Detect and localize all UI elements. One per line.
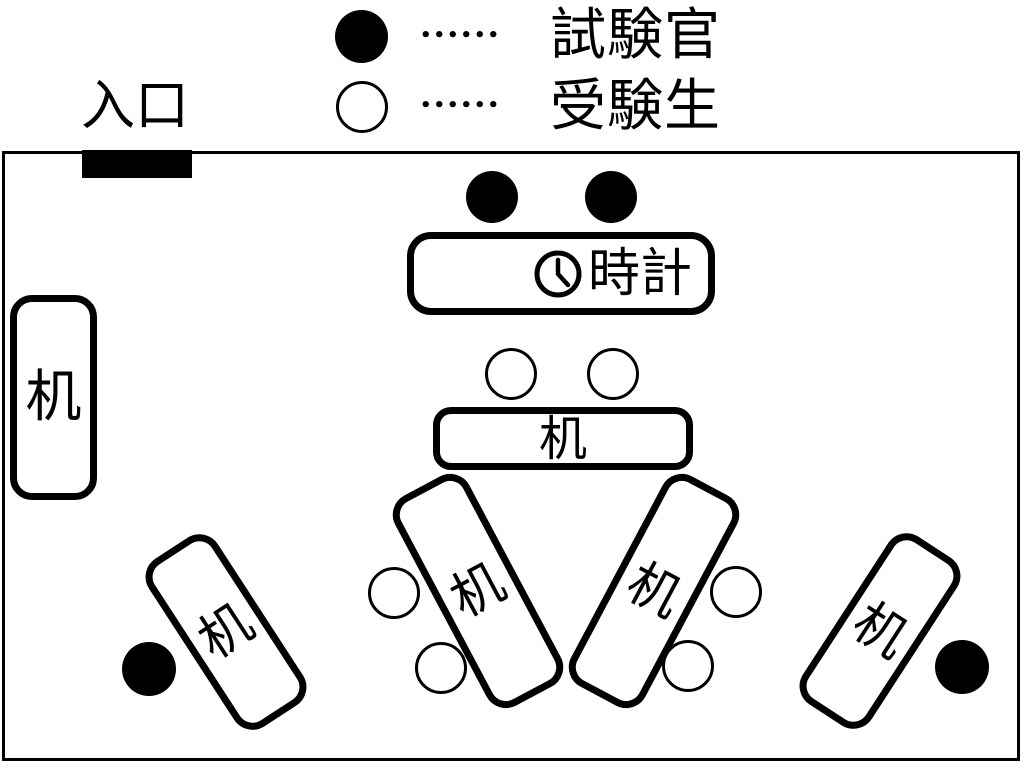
legend-label-examinee: 受験生 xyxy=(550,74,721,139)
examinee-circle xyxy=(368,567,420,619)
legend-dots-examiner: •••••• xyxy=(420,25,502,46)
clock-desk: 時計 xyxy=(407,232,715,315)
left-angled-desk-label: 机 xyxy=(440,552,516,630)
bottom-right-desk-label: 机 xyxy=(841,591,919,671)
right-angled-desk-label: 机 xyxy=(616,552,692,630)
legend-label-examiner: 試験官 xyxy=(550,3,721,68)
examiner-circle xyxy=(466,171,518,223)
clock-icon xyxy=(532,248,584,300)
examinee-circle xyxy=(485,348,537,400)
center-desk: 机 xyxy=(433,407,693,470)
clock-desk-label: 時計 xyxy=(587,243,692,304)
examinee-circle xyxy=(710,566,762,618)
examinee-circle xyxy=(587,348,639,400)
entrance-label: 入口 xyxy=(81,74,189,137)
examiner-circle xyxy=(585,171,637,223)
legend-dots-examinee: •••••• xyxy=(420,95,502,116)
left-wall-desk-label: 机 xyxy=(25,364,82,430)
examinee-circle xyxy=(415,642,467,694)
left-wall-desk: 机 xyxy=(10,295,97,500)
open-circle-icon xyxy=(336,81,388,133)
examiner-circle xyxy=(122,642,176,696)
center-desk-label: 机 xyxy=(538,410,587,467)
entrance-opening xyxy=(82,150,192,178)
examiner-circle xyxy=(935,640,989,694)
examinee-circle xyxy=(662,640,714,692)
bottom-left-desk-label: 机 xyxy=(187,592,265,672)
filled-circle-icon xyxy=(335,10,388,63)
